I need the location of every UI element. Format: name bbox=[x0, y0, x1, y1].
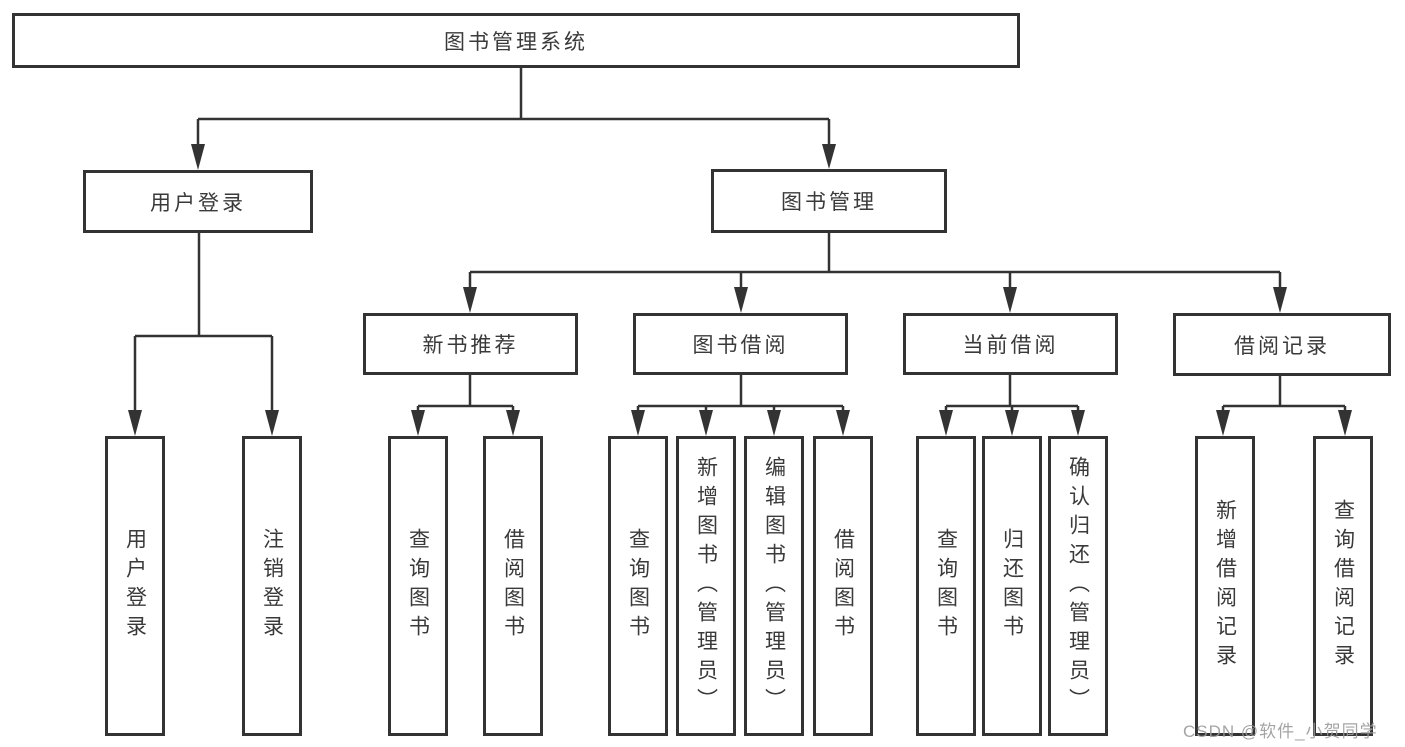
node-book-management: 图书管理 bbox=[711, 169, 947, 233]
arrow-down-icon bbox=[128, 410, 142, 436]
arrow-down-icon bbox=[822, 144, 836, 169]
arrow-down-icon bbox=[1338, 410, 1352, 436]
arrow-down-icon bbox=[699, 410, 713, 436]
leaf-logout: 注销登录 bbox=[242, 436, 302, 736]
node-root-library-system: 图书管理系统 bbox=[12, 13, 1020, 68]
leaf-confirm-return-admin: 确认归还（管理员） bbox=[1048, 436, 1108, 736]
node-user-login: 用户登录 bbox=[83, 170, 313, 233]
leaf-return-books: 归还图书 bbox=[982, 436, 1042, 736]
arrow-down-icon bbox=[265, 410, 279, 436]
leaf-borrow-books-recommend: 借阅图书 bbox=[483, 436, 543, 736]
leaf-query-books-borrow: 查询图书 bbox=[608, 436, 668, 736]
arrow-down-icon bbox=[836, 410, 850, 436]
leaf-query-books-current: 查询图书 bbox=[916, 436, 976, 736]
csdn-watermark: CSDN @软件_小贺同学 bbox=[1183, 722, 1378, 741]
leaf-edit-books-admin: 编辑图书（管理员） bbox=[744, 436, 804, 736]
arrow-down-icon bbox=[631, 410, 645, 436]
leaf-add-borrow-record: 新增借阅记录 bbox=[1195, 436, 1255, 736]
leaf-query-books-recommend: 查询图书 bbox=[388, 436, 448, 736]
node-current-borrow: 当前借阅 bbox=[903, 313, 1118, 375]
arrow-down-icon bbox=[734, 287, 748, 313]
leaf-borrow-books: 借阅图书 bbox=[813, 436, 873, 736]
arrow-down-icon bbox=[767, 410, 781, 436]
arrow-down-icon bbox=[1003, 287, 1017, 313]
arrow-down-icon bbox=[939, 410, 953, 436]
arrow-down-icon bbox=[1216, 410, 1230, 436]
arrow-down-icon bbox=[1273, 287, 1287, 313]
node-book-borrow: 图书借阅 bbox=[633, 313, 848, 375]
arrow-down-icon bbox=[506, 410, 520, 436]
arrow-down-icon bbox=[411, 410, 425, 436]
leaf-query-borrow-record: 查询借阅记录 bbox=[1313, 436, 1373, 736]
node-new-book-recommend: 新书推荐 bbox=[363, 313, 578, 375]
arrow-down-icon bbox=[463, 287, 477, 313]
arrow-down-icon bbox=[1005, 410, 1019, 436]
arrowhead-icons bbox=[128, 144, 1352, 436]
leaf-add-books-admin: 新增图书（管理员） bbox=[676, 436, 736, 736]
leaf-user-login: 用户登录 bbox=[105, 436, 165, 736]
node-borrow-records: 借阅记录 bbox=[1173, 313, 1391, 376]
arrow-down-icon bbox=[191, 144, 205, 170]
arrow-down-icon bbox=[1071, 410, 1085, 436]
